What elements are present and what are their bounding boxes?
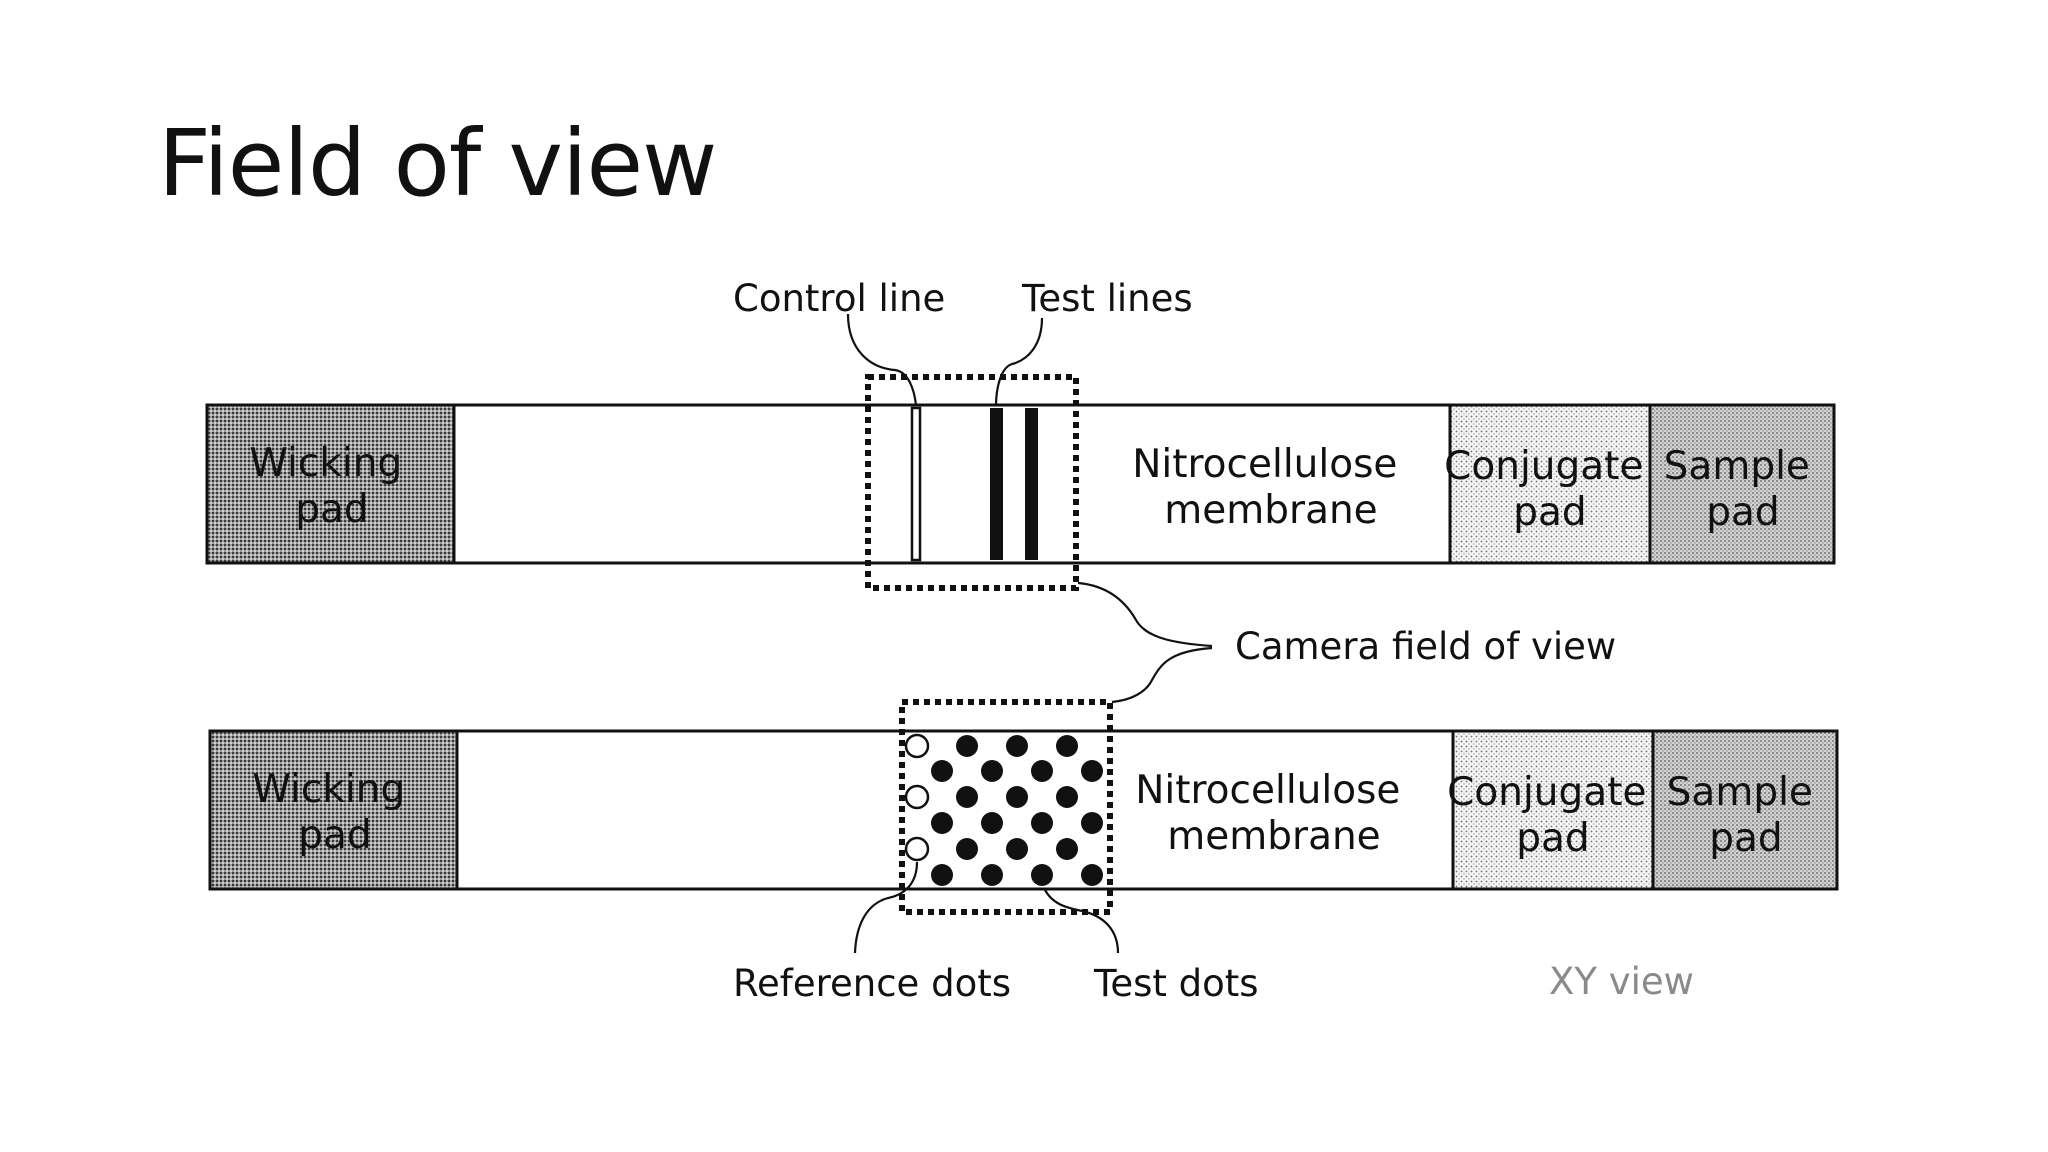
top-wicking-pad-line2: pad: [295, 487, 368, 532]
bottom-sample-pad-label: Sample pad: [1667, 770, 1826, 861]
top-wicking-pad: [205, 403, 456, 565]
top-membrane-label: Nitrocellulose membrane: [1132, 442, 1410, 533]
reference-dots-leader: [853, 861, 919, 954]
top-sample-pad-line2: pad: [1706, 490, 1779, 535]
bottom-membrane-label: Nitrocellulose membrane: [1135, 768, 1413, 859]
bottom-strip: Wicking pad Nitrocellulose membrane Conj…: [208, 699, 1839, 915]
camera-fov-label: Camera field of view: [1235, 625, 1616, 668]
top-wicking-pad-label: Wicking pad: [249, 441, 414, 532]
test-dot: [1056, 786, 1078, 808]
control-line: [910, 406, 922, 562]
bottom-wicking-pad-line2: pad: [298, 813, 371, 858]
bottom-wicking-pad-line1: Wicking: [252, 767, 405, 812]
bottom-membrane-line1: Nitrocellulose: [1135, 768, 1400, 813]
bottom-membrane-line2: membrane: [1167, 814, 1380, 859]
test-dot: [1006, 786, 1028, 808]
reference-dot: [904, 784, 930, 810]
test-dot: [1031, 864, 1053, 886]
slide-title: Field of view: [158, 110, 717, 217]
top-membrane-line1: Nitrocellulose: [1132, 442, 1397, 487]
top-conjugate-pad: [1448, 403, 1652, 565]
camera-fov-leader-top: [1077, 581, 1213, 648]
test-dot: [931, 812, 953, 834]
test-dot: [1081, 812, 1103, 834]
control-line-leader: [846, 313, 918, 406]
test-dot: [981, 864, 1003, 886]
test-dots-label: Test dots: [1093, 962, 1259, 1005]
reference-dot: [904, 836, 930, 862]
top-camera-fov-box: [865, 374, 1079, 591]
test-dot: [981, 760, 1003, 782]
camera-fov-leader-bottom: [1111, 646, 1213, 704]
reference-dots-label: Reference dots: [733, 962, 1011, 1005]
test-dot: [1056, 735, 1078, 757]
test-dots-leader: [1043, 887, 1120, 954]
top-conjugate-pad-line2: pad: [1513, 490, 1586, 535]
test-dot: [1081, 760, 1103, 782]
bottom-sample-pad-line2: pad: [1709, 816, 1782, 861]
test-dot: [931, 864, 953, 886]
bottom-conjugate-pad: [1451, 729, 1655, 891]
test-dot: [1056, 838, 1078, 860]
test-dot: [1081, 864, 1103, 886]
bottom-wicking-pad-label: Wicking pad: [252, 767, 417, 858]
test-dots: [931, 735, 1103, 886]
callout-leaders: [846, 313, 1213, 954]
bottom-conjugate-pad-label: Conjugate pad: [1447, 770, 1659, 861]
test-dot: [956, 735, 978, 757]
reference-dot: [904, 733, 930, 759]
test-dot: [1006, 735, 1028, 757]
test-dot: [1006, 838, 1028, 860]
top-strip: Wicking pad Nitrocellulose membrane Conj…: [205, 374, 1836, 591]
top-sample-pad: [1648, 403, 1836, 565]
bottom-camera-fov-box: [899, 699, 1113, 915]
top-sample-pad-line1: Sample: [1664, 444, 1810, 489]
test-dot: [1031, 812, 1053, 834]
test-dot: [1031, 760, 1053, 782]
test-dot: [956, 786, 978, 808]
test-lines-label: Test lines: [1021, 277, 1193, 320]
top-wicking-pad-line1: Wicking: [249, 441, 402, 486]
bottom-wicking-pad: [208, 729, 459, 891]
xy-view-label: XY view: [1549, 960, 1694, 1003]
top-membrane-line2: membrane: [1164, 488, 1377, 533]
bottom-conjugate-pad-line1: Conjugate: [1447, 770, 1646, 815]
top-conjugate-pad-line1: Conjugate: [1444, 444, 1643, 489]
top-conjugate-pad-label: Conjugate pad: [1444, 444, 1656, 535]
top-sample-pad-label: Sample pad: [1664, 444, 1823, 535]
test-dot: [981, 812, 1003, 834]
bottom-sample-pad-line1: Sample: [1667, 770, 1813, 815]
test-line-2: [1025, 408, 1038, 560]
test-dot: [956, 838, 978, 860]
test-lines-leader: [994, 317, 1044, 407]
test-dot: [931, 760, 953, 782]
reference-dots: [904, 733, 930, 862]
control-line-label: Control line: [733, 277, 945, 320]
bottom-conjugate-pad-line2: pad: [1516, 816, 1589, 861]
test-line-1: [990, 408, 1003, 560]
bottom-sample-pad: [1651, 729, 1839, 891]
